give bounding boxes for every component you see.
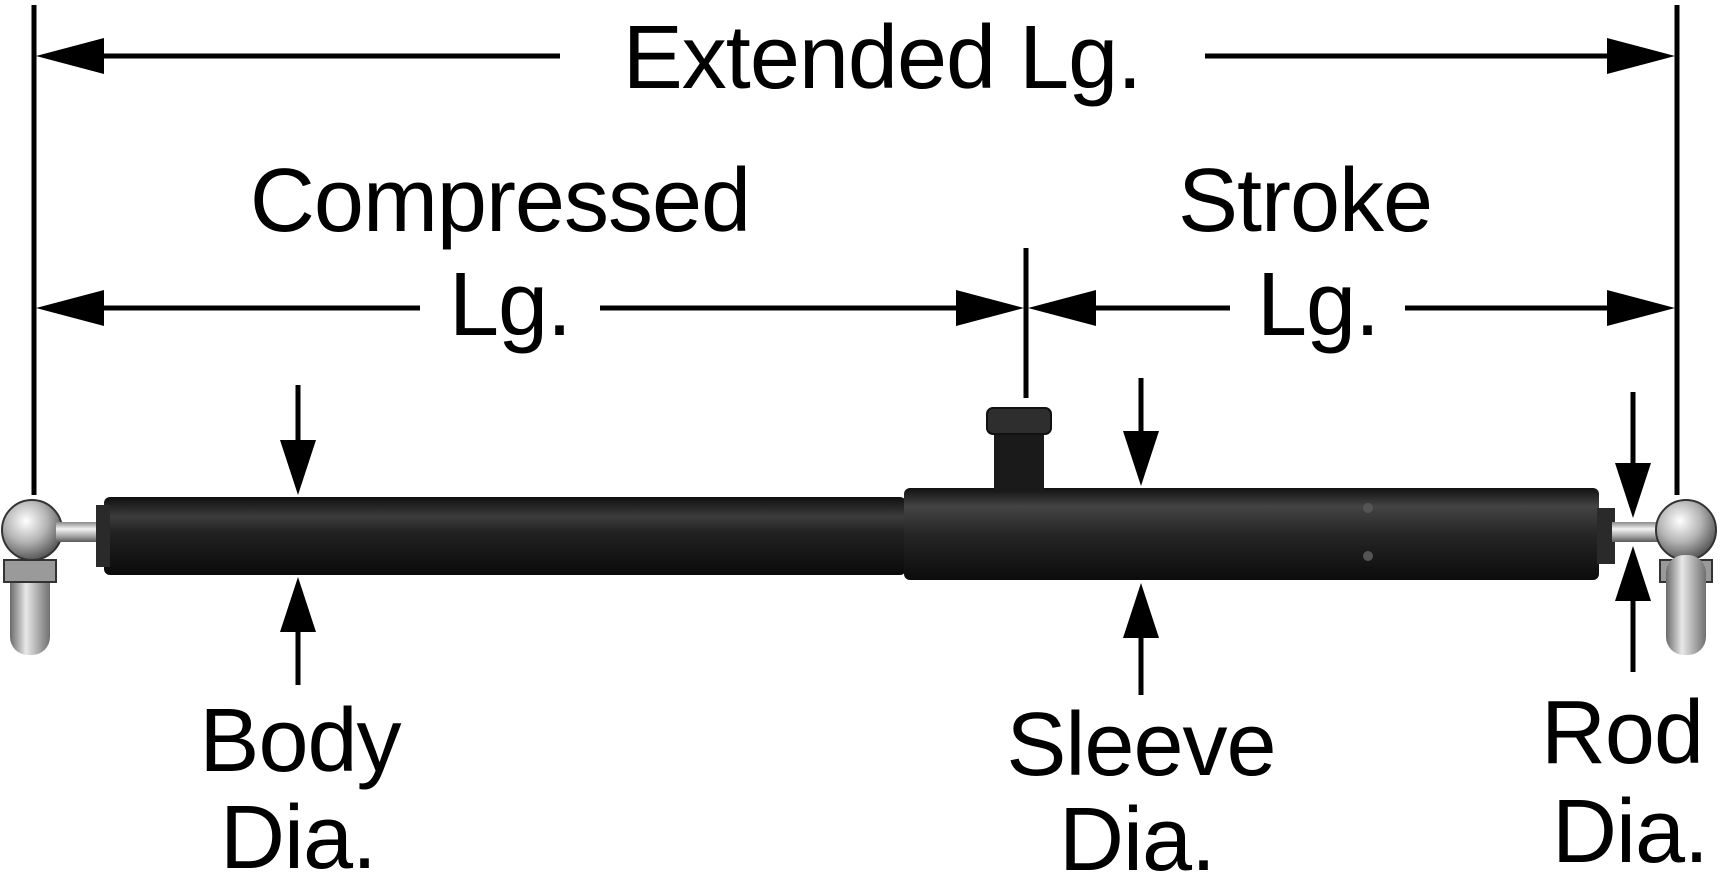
- knob-cap: [986, 407, 1052, 435]
- sleeve-diameter-label-line1: Sleeve: [1006, 695, 1275, 795]
- right-ball-socket: [1655, 499, 1717, 561]
- extended-length-dimension: Extended Lg.: [36, 8, 1675, 108]
- compressed-length-label-line2: Lg.: [449, 255, 571, 355]
- body-diameter-label-line1: Body: [199, 691, 401, 791]
- extended-length-label: Extended Lg.: [623, 8, 1141, 108]
- compressed-length-arrow-left: [36, 290, 104, 326]
- left-rod-stub: [56, 522, 106, 542]
- rod-dia-bottom-arrow: [1615, 546, 1651, 601]
- stroke-length-arrow-left: [1028, 290, 1096, 326]
- right-rod-collar: [1597, 508, 1615, 564]
- compressed-length-label-line1: Compressed: [250, 151, 750, 251]
- left-end-fitting: [1, 499, 106, 655]
- rod-diameter-label-line1: Rod: [1541, 683, 1703, 783]
- sleeve-diameter-callout: Sleeve Dia.: [1006, 378, 1277, 878]
- body-cylinder: [104, 497, 906, 575]
- stroke-length-arrow-right: [1607, 290, 1675, 326]
- extended-length-arrow-right: [1607, 38, 1675, 74]
- extension-lines: [31, 5, 1680, 495]
- body-dia-bottom-arrow: [280, 577, 316, 632]
- left-ball-socket: [1, 499, 63, 561]
- sleeve: [904, 488, 1599, 580]
- sleeve-screw-upper: [1363, 503, 1373, 513]
- rod-dia-top-arrow: [1615, 463, 1651, 518]
- sleeve-screw-lower: [1363, 551, 1373, 561]
- gas-spring: [1, 407, 1717, 655]
- body-dia-top-arrow: [280, 440, 316, 495]
- stroke-length-dimension: Stroke Lg.: [1028, 151, 1675, 355]
- compressed-length-arrow-right: [956, 290, 1024, 326]
- body-end-cap: [96, 505, 110, 567]
- release-knob: [986, 407, 1052, 492]
- sleeve-diameter-label-line2: Dia.: [1059, 790, 1215, 878]
- extended-length-arrow-left: [36, 38, 104, 74]
- body-diameter-callout: Body Dia.: [199, 385, 403, 878]
- compressed-length-dimension: Compressed Lg.: [36, 151, 1024, 355]
- body-diameter-label-line2: Dia.: [220, 788, 376, 878]
- rod-diameter-callout: Rod Dia.: [1541, 392, 1709, 878]
- sleeve-dia-top-arrow: [1123, 431, 1159, 486]
- stroke-length-label-line1: Stroke: [1178, 151, 1432, 251]
- rod-diameter-label-line2: Dia.: [1552, 782, 1708, 878]
- right-stud: [1666, 555, 1706, 655]
- sleeve-dia-bottom-arrow: [1123, 583, 1159, 638]
- left-hex-nut: [3, 559, 57, 583]
- right-end-fitting: [1655, 499, 1717, 655]
- stroke-length-label-line2: Lg.: [1257, 255, 1379, 355]
